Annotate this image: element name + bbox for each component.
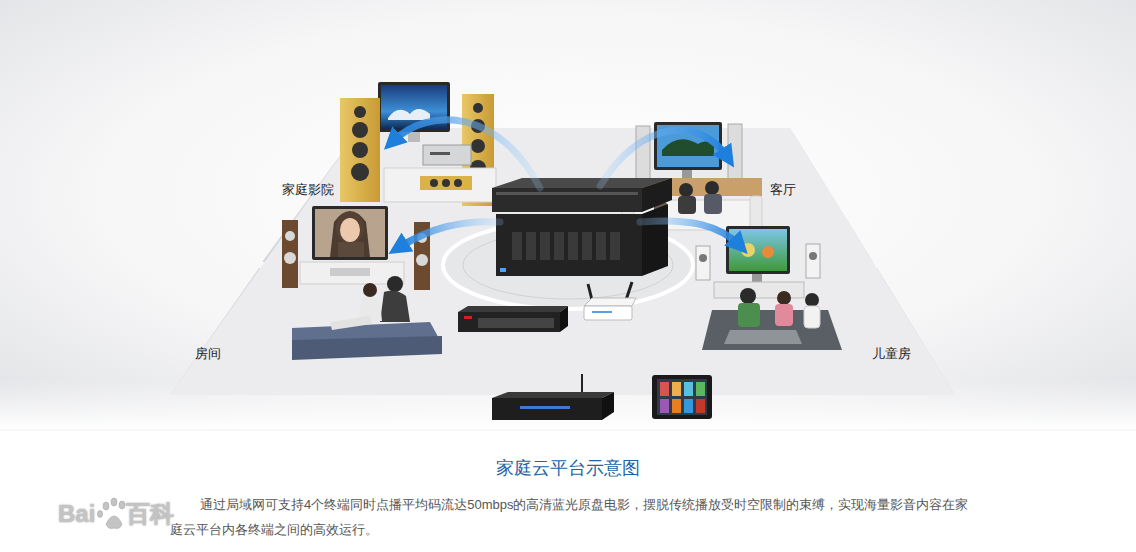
- wifi-router: [584, 282, 636, 320]
- watermark: 百科: [126, 500, 174, 528]
- room-area: 家庭影院: [262, 128, 562, 262]
- vignette: [0, 0, 1136, 430]
- figure-title: 家庭云平台示意图: [496, 457, 640, 479]
- media-player: [492, 374, 614, 420]
- cloud-server: [492, 178, 672, 276]
- stream-arrows: [392, 120, 740, 248]
- bedroom-set: [282, 206, 442, 360]
- figure-caption: 通过局域网可支持4个终端同时点播平均码流达50mbps的高清蓝光原盘电影，摆脱传…: [170, 492, 970, 542]
- room-floor-shape: [574, 128, 873, 262]
- room-label: 家庭影院: [282, 182, 334, 198]
- watermark: Bai: [58, 500, 95, 528]
- room-floor: [170, 268, 562, 395]
- room-floor: [574, 268, 955, 395]
- room-label: 客厅: [770, 182, 796, 198]
- kids-room-set: [696, 226, 842, 350]
- floor: [170, 128, 955, 395]
- room-area: 儿童房: [574, 268, 955, 395]
- room-area: 房间: [170, 268, 562, 395]
- room-floor-shape: [574, 268, 955, 395]
- watermark-paw: [97, 498, 125, 529]
- room-label: 房间: [195, 346, 221, 362]
- room-floor-shape: [262, 128, 562, 262]
- divider: [0, 430, 1136, 431]
- home-theater-set: [340, 82, 496, 206]
- network-switch: [458, 306, 568, 332]
- room-floor-shape: [170, 268, 562, 395]
- tablet: [652, 375, 712, 419]
- caption-ground: [0, 430, 1136, 552]
- room-label: 儿童房: [872, 346, 911, 362]
- room-area: 客厅: [574, 128, 873, 262]
- room-floor: [574, 128, 873, 262]
